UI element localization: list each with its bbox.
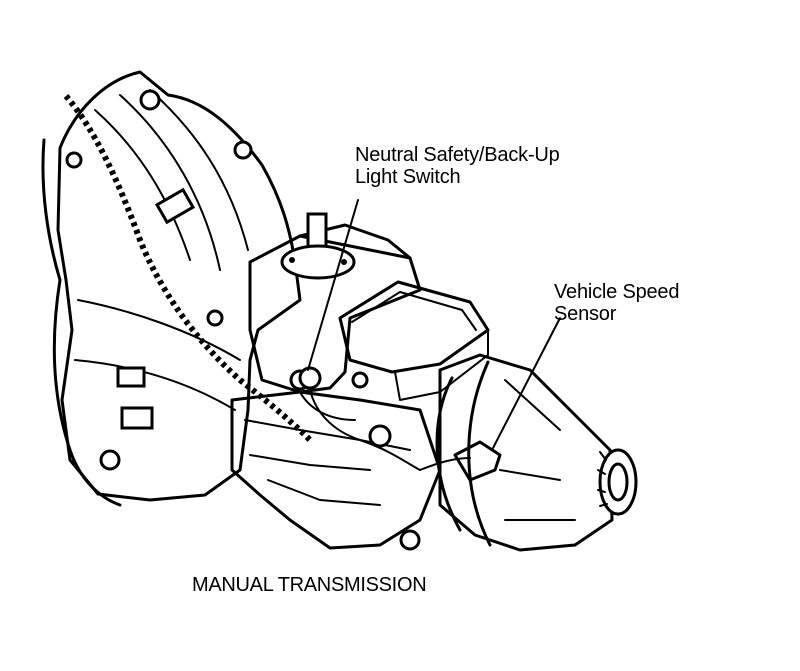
mount-pad	[154, 187, 196, 225]
case-bolt	[351, 371, 369, 389]
mount-boss	[139, 89, 161, 111]
extension-housing	[438, 353, 614, 552]
output-seal-ridges	[597, 451, 608, 507]
lower-case	[230, 390, 442, 550]
shift-tower	[280, 244, 356, 280]
mount-pad	[120, 406, 154, 430]
leader-line-switch	[307, 199, 359, 371]
mount-boss	[206, 309, 224, 327]
lower-case-detail	[244, 391, 411, 506]
speed-sensor-body	[453, 440, 502, 482]
leader-line-sensor	[491, 317, 561, 451]
shift-tower-bolt	[289, 257, 295, 263]
bell-housing-rim	[41, 138, 122, 507]
mount-pad	[116, 366, 146, 388]
callout-line: Vehicle Speed	[554, 281, 680, 303]
output-seal-ring	[607, 462, 629, 502]
callout-vehicle-speed-sensor: Vehicle Speed Sensor	[554, 281, 679, 325]
speed-sensor-wire	[419, 457, 471, 471]
bell-housing-rib	[74, 89, 249, 411]
shift-tower-bolt	[341, 259, 347, 265]
top-cover	[338, 280, 490, 374]
extension-flange	[435, 360, 492, 547]
extension-rib	[499, 379, 576, 521]
bell-housing	[56, 70, 302, 502]
gear-case	[248, 234, 422, 394]
callout-line: Neutral Safety/Back-Up	[355, 144, 560, 166]
case-bolt	[368, 424, 392, 448]
mount-boss	[65, 151, 83, 169]
callout-line: Sensor	[554, 303, 617, 325]
case-bolt	[399, 529, 421, 551]
output-seal	[598, 448, 638, 516]
callout-line: Light Switch	[355, 166, 461, 188]
mount-boss	[99, 449, 121, 471]
switch-wire	[309, 389, 421, 471]
mount-boss	[233, 140, 253, 160]
figure-caption: MANUAL TRANSMISSION	[192, 574, 427, 596]
backup-switch-body	[298, 366, 322, 390]
callout-neutral-safety-switch: Neutral Safety/Back-Up Light Switch	[355, 144, 560, 188]
wiring-harness	[63, 94, 313, 443]
